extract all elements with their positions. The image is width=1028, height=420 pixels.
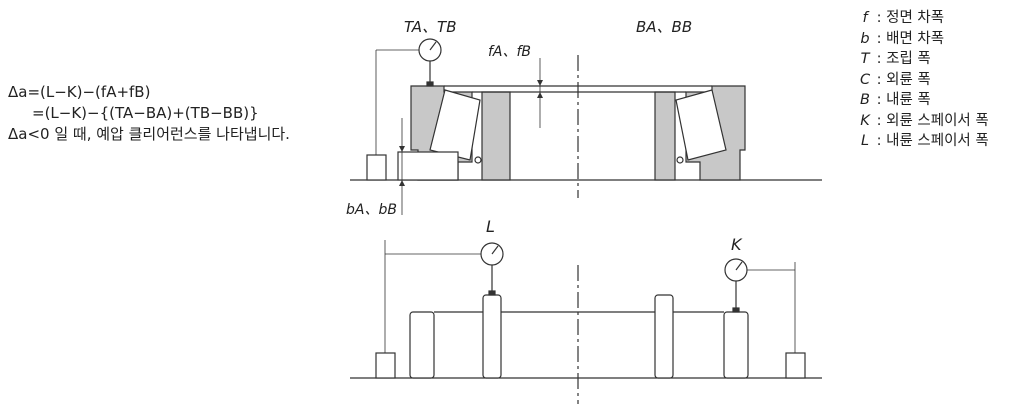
- formula-line-1: Δa=(L−K)−(fA+fB): [8, 83, 151, 101]
- right-roller: [675, 89, 727, 161]
- label-ba-bb: BA、BB: [636, 18, 692, 36]
- dial-L-needle: [491, 245, 499, 255]
- label-ta-tb: TA、TB: [404, 18, 457, 36]
- top-dial-stand: [366, 154, 387, 181]
- formula-block: Δa=(L−K)−(fA+fB) =(L−K)−{(TA−BA)+(TB−BB)…: [8, 82, 290, 145]
- legend-item-f: f : 정면 차폭: [862, 10, 945, 26]
- label-fa-fb: fA、fB: [488, 44, 531, 60]
- b-arrow-down: [399, 146, 405, 152]
- dial-L-stand: [375, 352, 396, 379]
- formula-line-2: =(L−K)−{(TA−BA)+(TB−BB)}: [32, 104, 259, 122]
- left-base-block: [397, 151, 459, 181]
- legend: f : 정면 차폭 b : 배면 차폭 T : 조립 폭 C : 외륜 폭 B …: [858, 8, 989, 152]
- left-outer-spacer: [409, 311, 435, 379]
- left-cage-dot: [474, 156, 482, 164]
- legend-item-T: T : 조립 폭: [860, 51, 931, 67]
- left-roller: [429, 89, 481, 161]
- right-cage-dot: [676, 156, 684, 164]
- legend-item-K: K : 외륜 스페이서 폭: [860, 112, 989, 129]
- dial-L-tip: [488, 290, 496, 296]
- f-arrow-down: [537, 80, 543, 86]
- right-inner-ring: [654, 91, 676, 181]
- dial-K-stand: [785, 352, 806, 379]
- formula-line-3: Δa<0 일 때, 예압 클리어런스를 나타냅니다.: [8, 125, 290, 143]
- legend-item-B: B : 내륜 폭: [860, 92, 931, 108]
- label-L: L: [486, 217, 495, 236]
- left-inner-ring: [481, 91, 511, 181]
- top-dial-needle: [429, 41, 437, 51]
- right-inner-spacer: [654, 294, 674, 379]
- label-K: K: [731, 235, 743, 254]
- dial-K-tip: [732, 307, 740, 313]
- b-arrow-up: [399, 180, 405, 186]
- right-outer-spacer: [723, 311, 749, 379]
- legend-item-L: L : 내륜 스페이서 폭: [860, 133, 989, 149]
- dial-K-needle: [735, 261, 743, 271]
- f-arrow-up: [537, 92, 543, 98]
- top-dial-tip: [426, 81, 434, 87]
- label-ba-bb-lower: bA、bB: [346, 202, 397, 218]
- left-inner-spacer: [482, 294, 502, 379]
- legend-item-C: C : 외륜 폭: [859, 71, 931, 88]
- legend-item-b: b : 배면 차폭: [860, 30, 945, 47]
